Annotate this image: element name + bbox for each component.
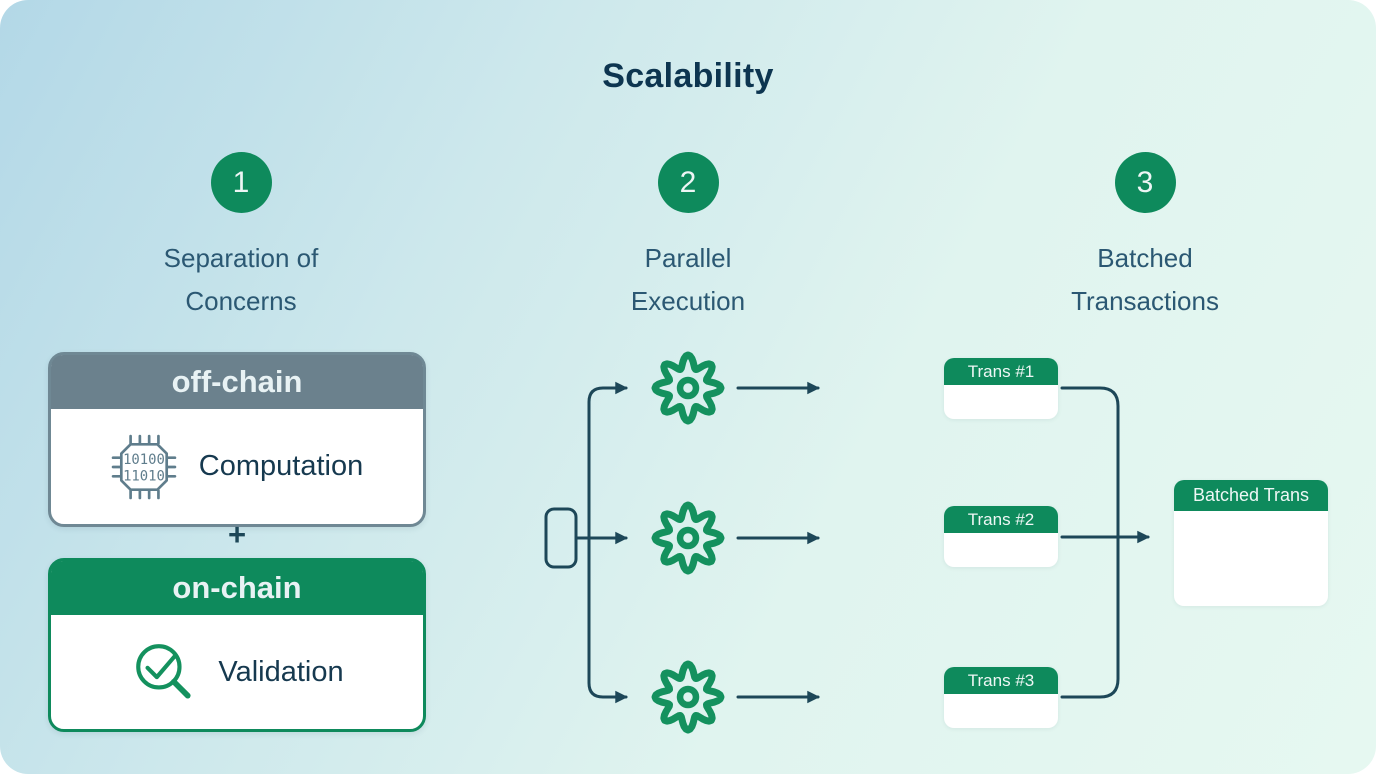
chip-icon: 10100 11010 xyxy=(111,434,177,499)
step-1-label: Separation of Concerns xyxy=(61,237,421,323)
step-3-label: Batched Transactions xyxy=(965,237,1325,323)
magnifier-check-icon xyxy=(136,643,191,699)
on-chain-body-label: Validation xyxy=(218,656,344,688)
trans-1-label: Trans #1 xyxy=(944,358,1058,385)
chip-binary-line2: 11010 xyxy=(123,468,165,484)
on-chain-body: Validation xyxy=(51,615,423,730)
step-1-label-line1: Separation of xyxy=(163,243,319,273)
page-title: Scalability xyxy=(602,57,774,95)
on-chain-header: on-chain xyxy=(51,561,423,615)
batched-trans-box: Batched Trans xyxy=(1174,480,1328,606)
step-separation-header: 1 Separation of Concerns xyxy=(61,152,421,323)
branch-split-line xyxy=(587,381,628,704)
trans-1-box: Trans #1 xyxy=(944,358,1058,419)
off-chain-body-label: Computation xyxy=(198,450,364,482)
on-chain-box: on-chain Validation xyxy=(48,558,426,732)
step-3-label-line1: Batched xyxy=(1097,243,1193,273)
trans-3-box: Trans #3 xyxy=(944,667,1058,728)
input-node xyxy=(544,507,578,569)
trans-3-label: Trans #3 xyxy=(944,667,1058,694)
trans-2-box: Trans #2 xyxy=(944,506,1058,567)
step-parallel-header: 2 Parallel Execution xyxy=(508,152,868,323)
gear-icon xyxy=(651,351,725,425)
trans-2-label: Trans #2 xyxy=(944,506,1058,533)
step-1-number-badge: 1 xyxy=(210,152,272,213)
gear-icon xyxy=(651,501,725,575)
batch-collector-line xyxy=(1060,386,1120,699)
step-2-label: Parallel Execution xyxy=(508,237,868,323)
step-2-label-line1: Parallel xyxy=(644,243,732,273)
step-2-number-badge: 2 xyxy=(657,152,719,213)
step-1-label-line2: Concerns xyxy=(185,286,297,316)
batched-trans-label: Batched Trans xyxy=(1174,480,1328,511)
off-chain-box: off-chain 10100 11010 Computation xyxy=(48,352,426,527)
off-chain-body: 10100 11010 Computation xyxy=(51,409,423,524)
off-chain-header: off-chain xyxy=(51,355,423,409)
chip-binary-line1: 10100 xyxy=(123,451,165,467)
step-3-label-line2: Transactions xyxy=(1071,286,1219,316)
step-3-number-badge: 3 xyxy=(1114,152,1176,213)
step-2-label-line2: Execution xyxy=(630,286,746,316)
plus-sign: + xyxy=(227,517,247,552)
gear-icon xyxy=(651,660,725,734)
step-batched-header: 3 Batched Transactions xyxy=(965,152,1325,323)
